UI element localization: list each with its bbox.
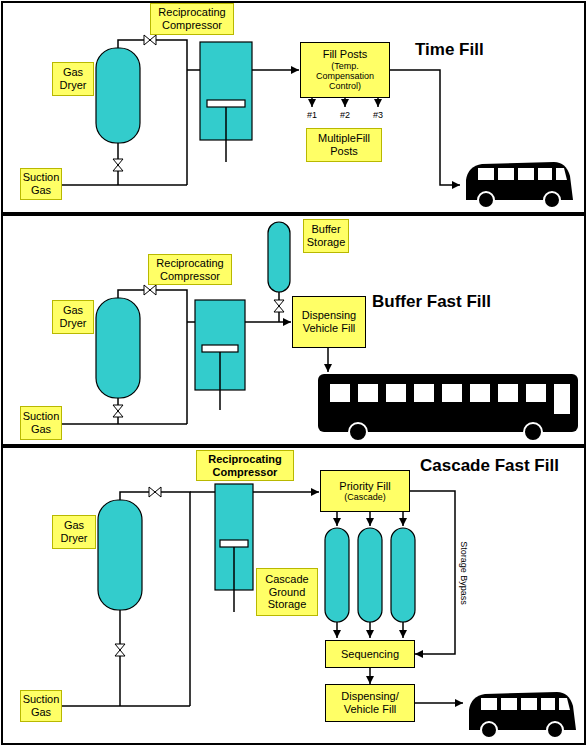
box-label: Suction Gas — [23, 410, 60, 435]
component-label: MultipleFill Posts — [306, 128, 382, 162]
component-label: Reciprocating Compressor — [150, 3, 234, 35]
component-label: Cascade Ground Storage — [256, 568, 318, 616]
component-label: Buffer Storage — [303, 219, 349, 253]
box-label: Suction Gas — [23, 171, 60, 196]
component-label: Suction Gas — [20, 406, 62, 440]
box-label: Gas Dryer — [56, 519, 92, 544]
component-label: Gas Dryer — [52, 300, 94, 334]
box-label: Buffer Storage — [307, 223, 346, 248]
fill-method-panel: Time FillGas DryerSuction Gas Reciprocati… — [1, 1, 586, 214]
process-box: Fill Posts(Temp. Compensation Control) — [300, 42, 390, 98]
fill-post-number: #3 — [373, 110, 383, 120]
fill-method-panel: Buffer Fast Fill Buffer StorageReciprocat… — [1, 214, 586, 446]
component-label: Suction Gas — [20, 690, 62, 722]
flow-connector — [369, 668, 371, 684]
panel-title: Buffer Fast Fill — [372, 292, 491, 312]
box-label: Gas Dryer — [56, 66, 90, 91]
box-note: (Temp. Compensation Control) — [304, 61, 386, 92]
fill-post-number: #2 — [340, 110, 350, 120]
connector-label: Storage Bypass — [459, 540, 469, 606]
box-label: Suction Gas — [23, 693, 60, 718]
box-label: Dispensing Vehicle Fill — [296, 309, 362, 334]
box-label: MultipleFill Posts — [310, 132, 378, 157]
box-label: Cascade Ground Storage — [260, 573, 314, 611]
component-label: Gas Dryer — [52, 62, 94, 96]
component-label: Suction Gas — [20, 168, 62, 200]
component-label: Gas Dryer — [52, 515, 96, 549]
fill-method-panel: Cascade Fast Fill Reciprocating Compresso… — [1, 446, 586, 745]
component-label: Reciprocating Compressor — [196, 450, 294, 481]
flow-connector — [410, 491, 455, 654]
box-note: (Cascade) — [344, 492, 386, 502]
box-label: Dispensing/ Vehicle Fill — [329, 690, 411, 715]
box-label: Priority Fill — [339, 480, 390, 493]
box-label: Reciprocating Compressor — [152, 257, 228, 282]
process-box: Dispensing Vehicle Fill — [292, 296, 366, 348]
panel-title: Cascade Fast Fill — [420, 456, 559, 476]
box-label: Fill Posts — [323, 48, 368, 61]
box-label: Reciprocating Compressor — [200, 453, 290, 478]
process-box: Dispensing/ Vehicle Fill — [325, 684, 415, 722]
process-box: Priority Fill(Cascade) — [320, 470, 410, 512]
process-box: Sequencing — [325, 640, 415, 668]
fill-post-number: #1 — [307, 110, 317, 120]
panel-title: Time Fill — [415, 40, 484, 60]
component-label: Reciprocating Compressor — [148, 254, 232, 285]
box-label: Gas Dryer — [56, 304, 90, 329]
box-label: Sequencing — [341, 648, 399, 661]
box-label: Reciprocating Compressor — [154, 6, 230, 31]
